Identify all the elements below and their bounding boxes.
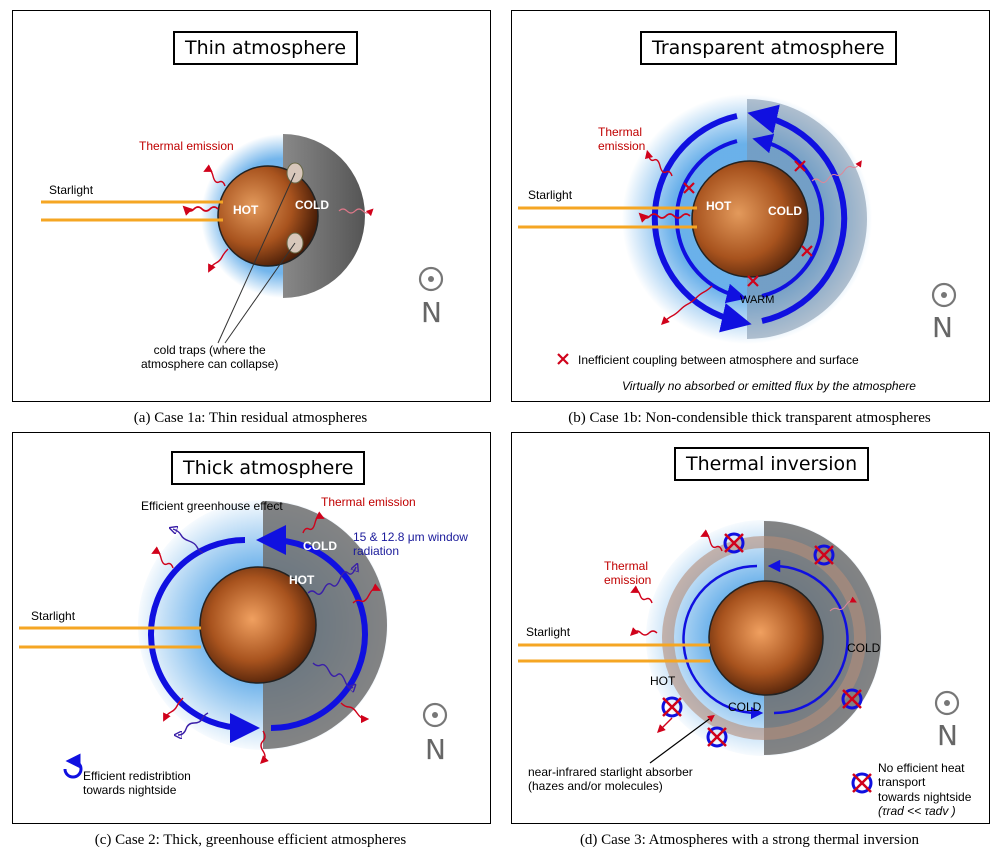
redistribution-legend: Efficient redistribtion towards nightsid… (83, 769, 191, 798)
thermal-wave-up (644, 149, 673, 177)
hot-label: HOT (650, 674, 676, 688)
transparent-atmosphere-diagram (518, 94, 957, 365)
coupling-legend: Inefficient coupling between atmosphere … (578, 353, 859, 367)
thermal-wave-down (208, 248, 229, 273)
coupling-markers (557, 160, 813, 365)
hot-label: HOT (706, 199, 732, 213)
no-transport-legend: No efficient heat transport towards nigh… (878, 761, 972, 819)
absorber-label: near-infrared starlight absorber (hazes … (528, 765, 693, 794)
north-symbol-ring (934, 690, 960, 716)
circulation-left (682, 564, 764, 720)
thermal-inversion-diagram (518, 520, 960, 794)
thermal-wave-right (811, 160, 862, 184)
cold-label: COLD (295, 198, 329, 212)
starlight-label: Starlight (49, 183, 94, 197)
thermal-wave-down (661, 285, 713, 325)
panel-title: Thick atmosphere (171, 451, 366, 485)
thick-atmosphere-diagram (19, 500, 448, 779)
north-symbol-dot (944, 700, 950, 706)
window-wave-1 (173, 529, 204, 554)
window-radiation-label: 15 & 12.8 μm window radiation (353, 530, 468, 559)
starlight-label: Starlight (31, 609, 76, 623)
no-transport-markers (661, 532, 873, 794)
thermal-wave-5 (340, 702, 370, 724)
caption-d: (d) Case 3: Atmospheres with a strong th… (579, 832, 920, 848)
panel-thin-atmosphere: Thin atmosphere Thermal emission Starlig… (12, 10, 491, 402)
thermal-wave-2 (163, 697, 184, 722)
panel-title: Transparent atmosphere (640, 31, 897, 65)
thermal-wave-4 (352, 583, 381, 604)
north-symbol-dot (428, 276, 434, 282)
cold-label: COLD (303, 539, 337, 553)
thermal-wave-down (657, 717, 673, 733)
north-label: N (425, 733, 446, 766)
cold-right-label: COLD (847, 641, 881, 655)
planet (199, 566, 317, 684)
thermal-wave-right (338, 208, 374, 217)
thermal-emission-label: Thermal emission (598, 125, 646, 154)
thermal-emission-label: Thermal emission (139, 139, 234, 153)
redistribution-icon (63, 753, 83, 779)
north-symbol-ring (931, 282, 957, 308)
panel-thick-atmosphere: Thick atmosphere Efficient greenhouse ef… (12, 432, 491, 824)
warm-label: WARM (740, 294, 775, 306)
north-label: N (932, 311, 953, 344)
thermal-wave-right (829, 596, 857, 612)
greenhouse-label: Efficient greenhouse effect (141, 499, 283, 513)
thermal-wave-left (638, 212, 691, 223)
north-symbol-ring (422, 702, 448, 728)
cold-trap-pointer-1 (217, 172, 296, 344)
thermal-wave-mid (630, 585, 653, 604)
thermal-wave-up (700, 529, 723, 552)
thermal-wave-left (182, 205, 219, 216)
hot-label: HOT (233, 203, 259, 217)
north-label: N (421, 296, 442, 329)
thermal-wave-1 (151, 546, 174, 569)
planet (708, 580, 824, 696)
north-label: N (937, 719, 958, 752)
panel-title: Thin atmosphere (173, 31, 359, 65)
absorber-pointer (649, 714, 715, 764)
starlight-label: Starlight (526, 625, 571, 639)
cold-traps-label: cold traps (where the atmosphere can col… (141, 343, 279, 372)
north-symbol-dot (941, 292, 947, 298)
planet (691, 160, 809, 278)
caption-c: (c) Case 2: Thick, greenhouse efficient … (94, 832, 407, 848)
window-wave-2 (307, 567, 356, 596)
cold-trap-pointer-2 (224, 242, 296, 344)
absorber-layer (662, 536, 866, 740)
circulation-right (256, 525, 368, 731)
starlight-label: Starlight (528, 188, 573, 202)
thermal-emission-label: Thermal emission (321, 495, 416, 509)
caption-b: (b) Case 1b: Non-condensible thick trans… (568, 410, 931, 426)
cold-label: COLD (768, 204, 802, 218)
caption-a: (a) Case 1a: Thin residual atmospheres (133, 410, 368, 426)
thermal-wave-6 (260, 730, 269, 764)
cold-inner-label: COLD (728, 700, 762, 714)
circulation-right (767, 559, 849, 715)
circulation-inner-right (752, 133, 825, 298)
north-symbol-ring (418, 266, 444, 292)
panel-thermal-inversion: Thermal inversion Thermal emission Starl… (511, 432, 990, 824)
window-wave-4 (178, 712, 209, 735)
window-wave-3 (312, 662, 353, 688)
thin-atmosphere-diagram (41, 134, 444, 344)
atmosphere-flux-note: Virtually no absorbed or emitted flux by… (622, 379, 916, 393)
panel-transparent-atmosphere: Transparent atmosphere Thermal emission … (511, 10, 990, 402)
thermal-emission-label: Thermal emission (604, 559, 652, 588)
north-symbol-dot (432, 712, 438, 718)
circulation-outer-left (651, 113, 752, 333)
thermal-wave-3 (302, 511, 325, 534)
circulation-outer-right (747, 104, 848, 324)
thermal-wave-up (203, 164, 226, 187)
hot-label: HOT (289, 573, 315, 587)
thermal-wave-left (630, 627, 658, 636)
panel-title: Thermal inversion (674, 447, 870, 481)
nightside-atmosphere (283, 134, 365, 298)
